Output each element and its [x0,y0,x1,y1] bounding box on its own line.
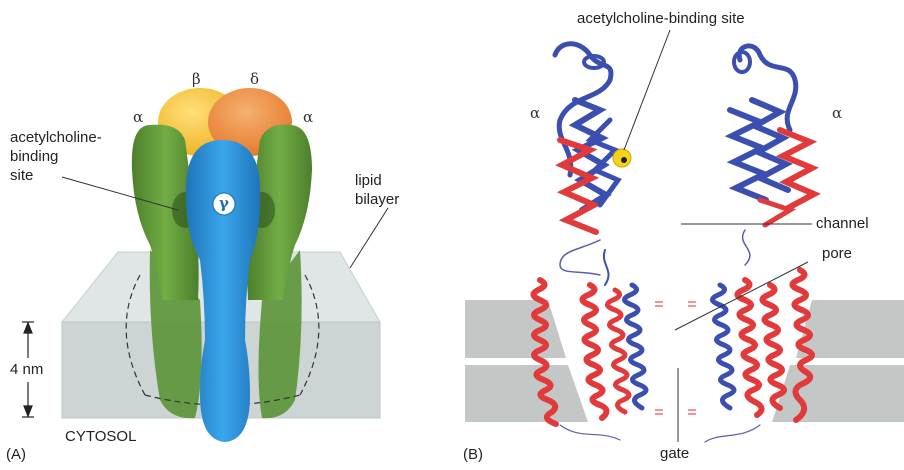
binding-site-leader-b [624,30,670,150]
pore-label: pore [822,245,852,263]
cytosol-label: CYTOSOL [65,428,136,446]
gamma-label: γ [212,194,236,212]
alpha-right-label: α [303,108,313,126]
alpha-right-label-b: α [832,104,842,122]
panel-b-label: (B) [463,446,483,464]
channel-label: channel [816,215,869,233]
lipid-leader [350,208,388,268]
panel-b-membrane [465,300,904,422]
binding-site-label-b: acetylcholine-binding site [577,10,745,28]
panel-a-label: (A) [6,446,26,464]
gate-markers [655,302,696,414]
lipid-label-line2: bilayer [355,191,399,209]
scale-label: 4 nm [10,361,43,379]
alpha-left-label-b: α [530,104,540,122]
beta-label: β [192,70,201,88]
alpha-left-label: α [133,108,143,126]
delta-label: δ [250,70,259,88]
binding-site-label-a-line2: binding [10,148,58,166]
binding-ligand [621,157,627,163]
gate-label: gate [660,445,689,463]
panel-b-left-subunit [533,44,646,440]
binding-site-label-a-line3: site [10,167,33,185]
binding-site-label-a-line1: acetylcholine- [10,129,102,147]
lipid-label-line1: lipid [355,172,382,190]
